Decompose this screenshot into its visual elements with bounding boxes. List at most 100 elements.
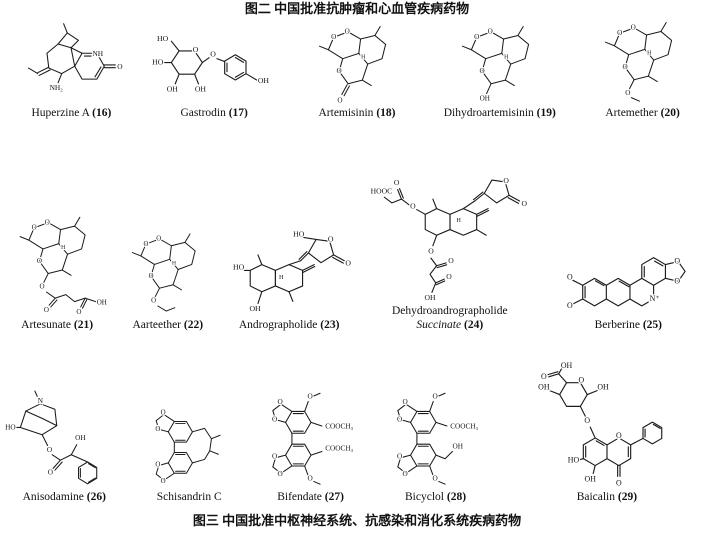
structure-andrographolide: HO O O HO OH H [232,228,353,314]
compound-label: Dehydroandrographolide Succinate (24) [391,305,508,332]
svg-text:O: O [77,308,82,316]
svg-text:O: O [210,50,216,59]
svg-text:O: O [328,235,334,244]
svg-text:O: O [161,410,166,417]
svg-text:O: O [428,246,434,255]
svg-text:HO: HO [293,230,305,239]
svg-text:OH: OH [75,434,86,442]
svg-text:O: O [503,175,509,184]
svg-text:O: O [277,398,282,406]
svg-text:OH: OH [584,474,596,483]
svg-text:HO: HO [233,263,245,272]
svg-text:OH: OH [97,298,107,306]
figure3-caption: 图三 中国批准中枢神经系统、抗感染和消化系统疾病药物 [192,513,522,528]
svg-text:O: O [541,372,547,381]
svg-text:O: O [474,33,479,41]
svg-text:O: O [567,273,573,282]
svg-text:NH₂: NH₂ [50,83,64,92]
compound-cell-berberine: O O N⁺ O O Berberine (25) [543,137,714,333]
svg-text:OH: OH [538,383,550,392]
compound-cell-bifendate: O O O COOCH₃ O O O COOCH₃ Bifendate (27) [250,345,371,505]
svg-text:O: O [479,67,484,75]
compound-label: Artemisinin (18) [318,107,396,120]
svg-text:OH: OH [452,442,463,450]
compound-cell-dihydroartemisinin: O O O H OH Dihydroartemisinin (19) [428,7,571,121]
compound-label: Artesunate (21) [21,319,94,332]
svg-text:O: O [331,33,336,41]
compound-cell-huperzine-a: NH O NH₂ Huperzine A (16) [0,7,143,121]
svg-text:O: O [446,272,452,281]
svg-text:O: O [675,277,681,286]
figure2-caption-clipped: 图二 中国批准抗肿瘤和心血管疾病药物 [244,1,470,16]
svg-text:O: O [307,474,312,482]
svg-text:OH: OH [167,85,179,94]
svg-text:O: O [630,24,635,32]
svg-text:O: O [272,415,277,423]
svg-text:O: O [44,306,49,314]
svg-text:OH: OH [250,304,262,313]
svg-text:O: O [337,97,342,105]
svg-text:O: O [410,201,416,210]
svg-text:H: H [279,274,284,281]
compound-label: Huperzine A (16) [31,107,112,120]
compound-cell-baicalin: O O OH OH OH O HO OH O O Baicalin (29) [500,345,714,505]
svg-text:COOCH₃: COOCH₃ [450,422,478,430]
svg-text:O: O [143,241,148,248]
svg-text:O: O [272,452,277,460]
svg-text:H: H [504,55,509,61]
svg-text:O: O [118,62,124,71]
svg-text:O: O [32,223,37,231]
svg-text:O: O [151,298,156,305]
svg-text:O: O [193,45,199,54]
compound-label: Berberine (25) [594,319,662,332]
svg-text:O: O [337,67,342,75]
svg-text:HOOC: HOOC [370,186,392,195]
structure-huperzine-a: NH O NH₂ [28,23,125,94]
structure-bicyclol: O O O COOCH₃ O O O OH [395,391,479,485]
svg-text:HO: HO [152,57,164,66]
compound-label: Artemether (20) [605,107,680,120]
svg-text:O: O [448,255,454,264]
svg-text:O: O [616,478,622,487]
svg-text:H: H [172,261,176,267]
structure-artemisinin: O O O H O [318,26,387,105]
compound-label: Andrographolide (23) [238,319,340,332]
svg-text:O: O [432,474,437,482]
svg-text:O: O [622,63,627,71]
svg-text:O: O [307,392,312,400]
structure-bifendate: O O O COOCH₃ O O O COOCH₃ [270,391,354,485]
svg-text:H: H [456,217,461,224]
svg-text:O: O [402,470,407,478]
svg-text:O: O [161,478,166,485]
svg-text:N⁺: N⁺ [650,294,660,303]
svg-text:H: H [361,55,366,61]
svg-text:O: O [156,462,161,469]
compound-label: Gastrodin (17) [180,107,248,120]
svg-text:O: O [346,259,352,268]
svg-text:COOCH₃: COOCH₃ [325,444,353,452]
svg-text:O: O [578,376,584,385]
svg-text:OH: OH [597,383,609,392]
compound-cell-artesunate: O O O H O O O OH Artesunate (21) [0,137,114,333]
compound-cell-aarteether: O O O H O Aarteether (22) [114,137,221,333]
compound-cell-andrographolide: HO O O HO OH H Andrographolide (23) [221,137,357,333]
structure-dihydroartemisinin: O O O H OH [461,26,529,104]
compound-label: Dihydroartemisinin (19) [443,107,556,120]
svg-text:OH: OH [561,361,573,370]
structure-dehydroandrographolide-succinate: O O HOOC O O O O O OH H [370,174,529,303]
svg-text:O: O [432,392,437,400]
structure-artemether: O O O H O [604,22,672,103]
svg-text:O: O [675,257,681,266]
compound-cell-bicyclol: O O O COOCH₃ O O O OH Bicyclol (28) [371,345,500,505]
compound-cell-artemisinin: O O O H O Artemisinin (18) [286,7,429,121]
svg-text:O: O [45,218,50,226]
svg-text:HO: HO [5,423,16,431]
structure-berberine: O O N⁺ O O [566,256,686,312]
structure-schisandrin-c: O O O O [154,409,221,486]
svg-text:OH: OH [258,76,270,85]
svg-text:COOCH₃: COOCH₃ [325,422,353,430]
svg-text:O: O [37,257,42,265]
svg-text:O: O [277,470,282,478]
svg-text:O: O [521,198,527,207]
compound-label: Bifendate (27) [277,491,344,504]
